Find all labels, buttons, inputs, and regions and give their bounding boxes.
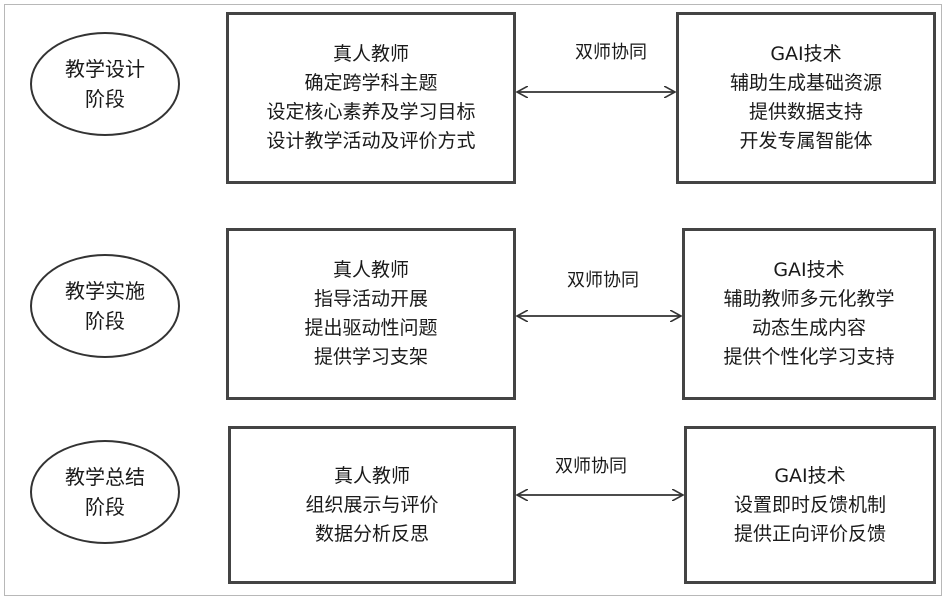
box-line: 提出驱动性问题 bbox=[304, 317, 438, 339]
box-line: 动态生成内容 bbox=[751, 317, 866, 339]
phase-summary: 教学总结 阶段 bbox=[30, 440, 180, 544]
gai-box-implementation: GAI技术 辅助教师多元化教学 动态生成内容 提供个性化学习支持 bbox=[682, 228, 936, 400]
box-line: 设定核心素养及学习目标 bbox=[266, 101, 476, 123]
box-heading: GAI技术 bbox=[774, 464, 846, 487]
box-line: 提供正向评价反馈 bbox=[733, 522, 886, 545]
box-line: 开发专属智能体 bbox=[739, 130, 873, 152]
teacher-box-summary: 真人教师 组织展示与评价 数据分析反思 bbox=[228, 426, 516, 584]
gai-box-design: GAI技术 辅助生成基础资源 提供数据支持 开发专属智能体 bbox=[676, 12, 936, 184]
box-line: 设置即时反馈机制 bbox=[733, 493, 886, 516]
phase-label: 教学设计 bbox=[65, 57, 145, 81]
box-line: 辅助生成基础资源 bbox=[729, 72, 882, 94]
phase-label: 教学总结 bbox=[65, 465, 145, 489]
phase-label: 教学实施 bbox=[65, 279, 145, 303]
teacher-box-implementation: 真人教师 指导活动开展 提出驱动性问题 提供学习支架 bbox=[226, 228, 516, 400]
box-heading: GAI技术 bbox=[773, 259, 845, 281]
box-line: 指导活动开展 bbox=[313, 288, 428, 310]
box-line: 确定跨学科主题 bbox=[304, 72, 438, 94]
diagram-frame bbox=[4, 4, 942, 596]
teacher-box-design: 真人教师 确定跨学科主题 设定核心素养及学习目标 设计教学活动及评价方式 bbox=[226, 12, 516, 184]
box-heading: GAI技术 bbox=[770, 43, 842, 65]
phase-design: 教学设计 阶段 bbox=[30, 32, 180, 136]
box-line: 提供个性化学习支持 bbox=[723, 346, 895, 368]
link-label: 双师协同 bbox=[555, 456, 627, 477]
phase-label: 阶段 bbox=[85, 495, 125, 519]
box-line: 数据分析反思 bbox=[314, 522, 429, 545]
box-heading: 真人教师 bbox=[333, 464, 410, 487]
phase-implementation: 教学实施 阶段 bbox=[30, 254, 180, 358]
link-label: 双师协同 bbox=[575, 42, 647, 63]
phase-label: 阶段 bbox=[85, 309, 125, 333]
gai-box-summary: GAI技术 设置即时反馈机制 提供正向评价反馈 bbox=[684, 426, 936, 584]
box-line: 组织展示与评价 bbox=[305, 493, 439, 516]
box-heading: 真人教师 bbox=[332, 43, 409, 65]
box-line: 提供学习支架 bbox=[313, 346, 428, 368]
phase-label: 阶段 bbox=[85, 87, 125, 111]
box-line: 设计教学活动及评价方式 bbox=[266, 130, 476, 152]
box-heading: 真人教师 bbox=[332, 259, 409, 281]
link-label: 双师协同 bbox=[567, 270, 639, 291]
box-line: 提供数据支持 bbox=[748, 101, 863, 123]
box-line: 辅助教师多元化教学 bbox=[723, 288, 895, 310]
